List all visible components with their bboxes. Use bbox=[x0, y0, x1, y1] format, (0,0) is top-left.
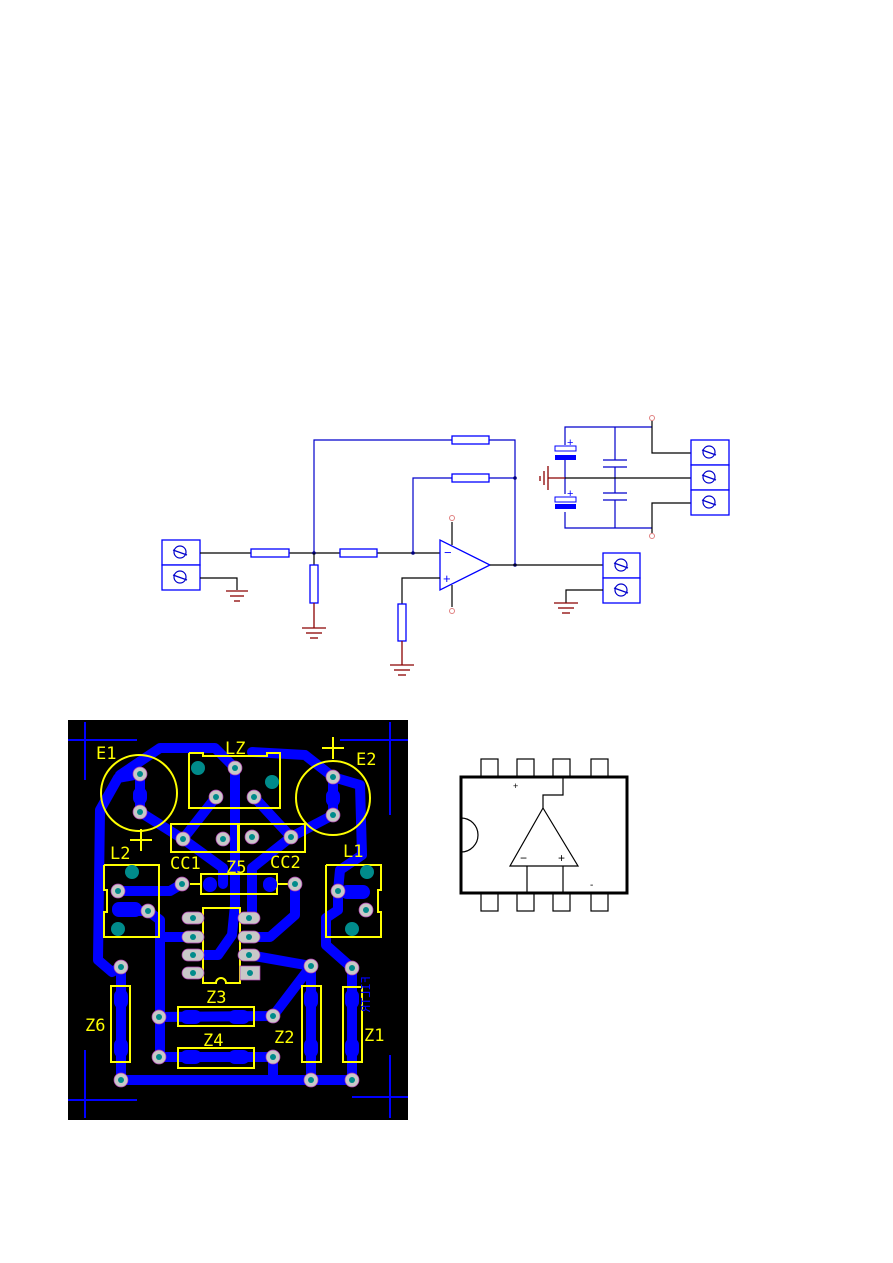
input-terminal-block bbox=[161, 539, 201, 591]
pcb-labels: E1 LZ E2 L2 CC1 Z5 CC2 L1 Z3 Z6 Z4 Z2 Z1… bbox=[85, 739, 384, 1051]
ground-symbol bbox=[226, 590, 248, 602]
resistor-feedback-2 bbox=[451, 473, 490, 483]
ground-symbol bbox=[390, 664, 414, 676]
ground-symbol bbox=[539, 466, 565, 490]
label-z1: Z1 bbox=[364, 1026, 384, 1046]
component-pads bbox=[110, 760, 374, 1088]
cap-plus-label: + bbox=[567, 488, 573, 500]
label-l1: L1 bbox=[343, 842, 363, 862]
ic-supply-plus-label: + bbox=[513, 781, 518, 791]
copper-text: FILTR bbox=[359, 976, 373, 1013]
label-z3: Z3 bbox=[206, 988, 226, 1008]
corner-marks bbox=[68, 722, 408, 1118]
label-z2: Z2 bbox=[274, 1028, 294, 1048]
label-e1: E1 bbox=[96, 744, 116, 764]
opamp-symbol: − + bbox=[439, 515, 492, 614]
cap-plus-label: + bbox=[567, 437, 573, 449]
label-z6: Z6 bbox=[85, 1016, 105, 1036]
label-lz: LZ bbox=[225, 739, 245, 759]
opamp-minus-label: − bbox=[444, 545, 452, 560]
filter-schematic: − + + bbox=[161, 415, 730, 676]
label-z4: Z4 bbox=[203, 1031, 223, 1051]
ic-supply-minus-label: - bbox=[590, 880, 593, 891]
label-z5: Z5 bbox=[226, 858, 246, 878]
pcb-layout: E1 LZ E2 L2 CC1 Z5 CC2 L1 Z3 Z6 Z4 Z2 Z1… bbox=[68, 720, 408, 1120]
silkscreen bbox=[100, 737, 382, 1069]
opamp-dip8-pinout: − + + - bbox=[459, 758, 629, 912]
resistor-series bbox=[339, 548, 378, 558]
output-terminal-block bbox=[602, 552, 641, 604]
ic-in-plus-label: + bbox=[558, 851, 565, 865]
ic-body bbox=[459, 775, 629, 895]
opamp-plus-label: + bbox=[443, 571, 451, 586]
label-cc1: CC1 bbox=[170, 854, 201, 874]
ic-notch bbox=[460, 817, 479, 853]
label-cc2: CC2 bbox=[270, 853, 301, 873]
ground-symbol bbox=[554, 602, 578, 614]
resistor-shunt bbox=[309, 564, 319, 604]
label-e2: E2 bbox=[356, 750, 376, 770]
resistor-noninverting bbox=[397, 603, 407, 642]
ic-in-minus-label: − bbox=[520, 851, 527, 865]
resistor-input bbox=[250, 548, 290, 558]
power-supply-section: + + bbox=[539, 415, 730, 539]
ic-opamp-triangle bbox=[508, 806, 580, 867]
ground-symbol bbox=[302, 627, 326, 639]
resistor-feedback-1 bbox=[451, 435, 490, 445]
label-l2: L2 bbox=[110, 844, 130, 864]
